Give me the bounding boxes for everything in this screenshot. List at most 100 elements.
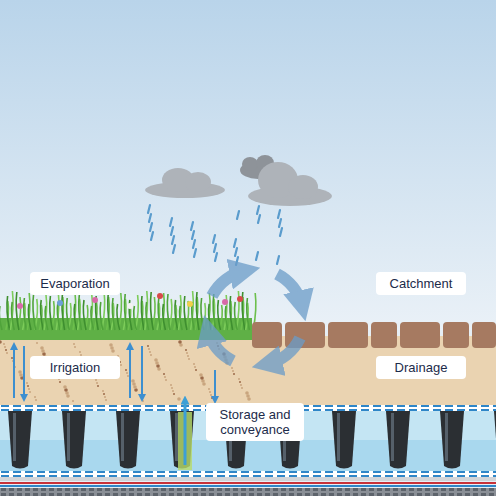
soil-grain xyxy=(231,367,233,369)
cell-shine xyxy=(337,413,340,461)
soil-grain xyxy=(102,390,104,392)
grass-blade xyxy=(235,302,238,330)
raindrop xyxy=(258,215,260,223)
flower xyxy=(187,301,193,307)
raindrop xyxy=(151,232,153,240)
soil-grain xyxy=(148,348,150,350)
soil-grain xyxy=(185,349,187,351)
raindrop xyxy=(214,244,216,252)
base xyxy=(0,488,496,496)
raindrop xyxy=(148,205,150,213)
raindrop xyxy=(256,252,258,260)
grass-blade xyxy=(91,306,94,330)
soil-grain xyxy=(147,345,149,347)
soil-grain xyxy=(199,373,203,377)
soil-grain xyxy=(109,343,113,347)
raindrop xyxy=(191,222,193,230)
grass-blade xyxy=(12,302,15,330)
soil-grain xyxy=(126,372,128,374)
flower xyxy=(157,293,163,299)
flower xyxy=(237,296,243,302)
raindrop xyxy=(278,210,280,218)
storage-cell xyxy=(494,411,496,469)
water-cycle xyxy=(208,271,302,364)
soil-grain xyxy=(27,385,29,387)
clouds xyxy=(145,155,332,206)
flower xyxy=(92,297,98,303)
soil-grain xyxy=(63,385,67,389)
soil-grain xyxy=(18,370,22,374)
soil-grain xyxy=(5,349,7,351)
storage-cell xyxy=(440,411,464,469)
soil-grain xyxy=(208,388,210,390)
grass-blade xyxy=(28,304,31,330)
soil-grain xyxy=(193,363,195,365)
soil-grain xyxy=(95,379,97,381)
soil-grain xyxy=(59,381,61,383)
soil-grain xyxy=(6,352,8,354)
soil-grain xyxy=(103,393,105,395)
membrane xyxy=(0,477,496,481)
cell-shine xyxy=(121,413,124,461)
soil-grain xyxy=(105,399,107,401)
label-text: Irrigation xyxy=(50,360,101,375)
cell-shine xyxy=(13,413,16,461)
raindrop xyxy=(236,257,238,265)
grass-blade xyxy=(134,306,137,330)
grass-blade xyxy=(0,306,2,330)
sky xyxy=(0,0,496,330)
soil-grain xyxy=(3,343,5,345)
soil-grain xyxy=(72,400,74,402)
raindrop xyxy=(234,239,236,247)
grass-blade xyxy=(247,298,250,330)
soil-grain xyxy=(149,351,151,353)
grass-blade xyxy=(196,292,199,330)
raindrop xyxy=(237,211,239,219)
grass-blade xyxy=(119,293,122,330)
soil-grain xyxy=(150,354,152,356)
rain xyxy=(148,205,282,265)
label-box: Evaporation xyxy=(30,272,120,295)
grass-blade xyxy=(146,302,149,330)
cell-shine xyxy=(391,413,394,461)
soil-grain xyxy=(104,396,106,398)
raindrop xyxy=(170,218,172,226)
label-text: Evaporation xyxy=(40,276,109,291)
grass-blade xyxy=(100,302,103,330)
soil-grain xyxy=(177,397,181,401)
grass-blade xyxy=(218,300,221,330)
soil-grain xyxy=(188,358,190,360)
soil-grain xyxy=(211,397,213,399)
raindrop xyxy=(277,256,279,264)
cell-shine xyxy=(445,413,448,461)
membrane-line xyxy=(0,485,496,487)
grass-blade xyxy=(167,294,170,330)
raindrop xyxy=(150,223,152,231)
grass-blade xyxy=(158,298,161,330)
label-box: Irrigation xyxy=(30,356,120,379)
soil-grain xyxy=(26,382,28,384)
flower xyxy=(57,300,63,306)
raindrop xyxy=(235,248,237,256)
raindrop xyxy=(213,235,215,243)
storage-cell xyxy=(386,411,410,469)
grass-blade xyxy=(79,294,82,330)
grass-blade xyxy=(108,292,111,330)
soil-grain xyxy=(171,387,173,389)
label-box: Storage and conveyance xyxy=(206,403,304,441)
grass-blade xyxy=(201,298,204,330)
raindrop xyxy=(192,231,194,239)
grass-blade xyxy=(141,296,144,330)
grass-blade xyxy=(33,294,36,330)
soil-grain xyxy=(79,351,81,353)
soil-grain xyxy=(154,358,158,362)
grass-blade xyxy=(175,300,178,330)
label-box: Catchment xyxy=(376,272,466,295)
label-text: Catchment xyxy=(390,276,453,291)
grass-blade xyxy=(151,292,154,330)
soil-grain xyxy=(239,381,241,383)
grass-blade xyxy=(67,298,70,330)
soil-grain xyxy=(131,379,135,383)
raindrop xyxy=(172,236,174,244)
